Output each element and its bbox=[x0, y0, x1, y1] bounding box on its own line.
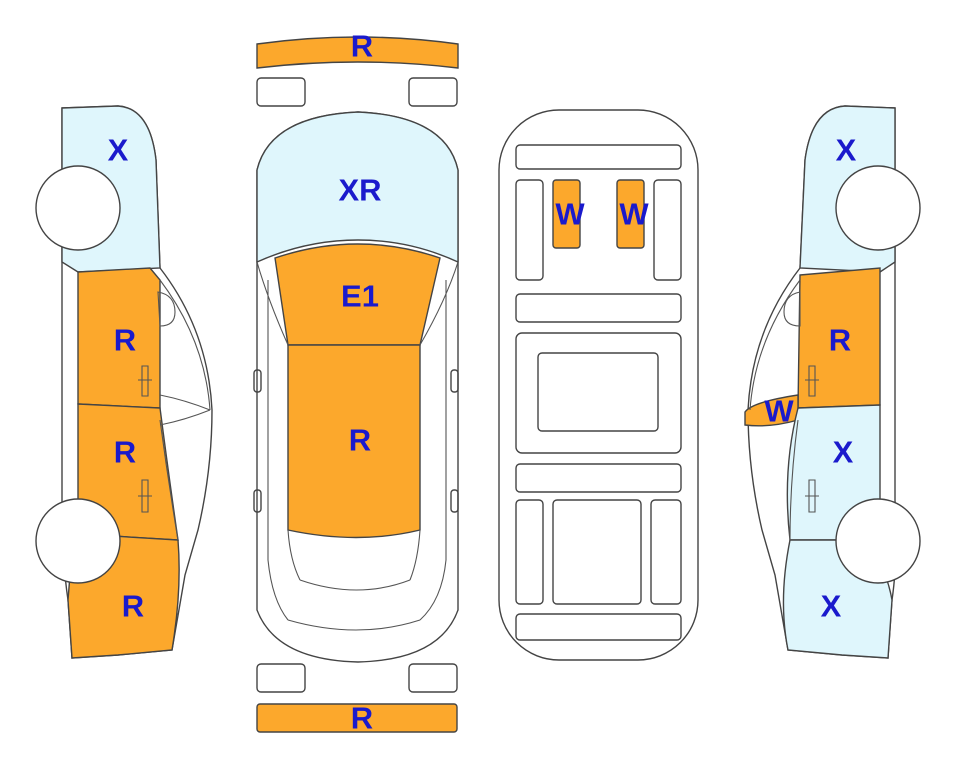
right-fender-code: X bbox=[836, 133, 857, 168]
floor-seat-right-code: W bbox=[619, 197, 649, 232]
rear-right-light bbox=[408, 663, 458, 693]
rear-bumper-panel[interactable] bbox=[256, 703, 458, 733]
right-pillar-code: W bbox=[764, 394, 794, 429]
rear-left-light bbox=[256, 663, 306, 693]
top-left-mirror bbox=[253, 369, 262, 393]
left-front-door-panel[interactable] bbox=[77, 267, 161, 409]
floor-left-front-rail bbox=[515, 179, 544, 281]
front-bumper-panel[interactable] bbox=[256, 36, 459, 69]
top-side-glass-lines bbox=[256, 261, 459, 631]
front-bumper-code: R bbox=[351, 29, 373, 64]
left-quarter-code: R bbox=[122, 589, 144, 624]
top-hood-panel[interactable] bbox=[256, 111, 459, 264]
floor-seat-left-code: W bbox=[555, 197, 585, 232]
floor-right-rear-rail bbox=[650, 499, 682, 605]
top-left-rear-mirror bbox=[253, 489, 262, 513]
front-right-light bbox=[408, 77, 458, 107]
left-rear-door-code: R bbox=[114, 435, 136, 470]
left-rear-wheel bbox=[35, 498, 121, 584]
top-hood-code: XR bbox=[338, 173, 381, 208]
floor-rear-panel bbox=[552, 499, 642, 605]
right-side-view bbox=[744, 105, 921, 659]
floor-front-crossmember bbox=[515, 144, 682, 170]
right-front-door-handle bbox=[805, 365, 819, 397]
right-front-door-code: R bbox=[829, 323, 851, 358]
right-front-wheel bbox=[835, 165, 921, 251]
top-roof-code: R bbox=[349, 423, 371, 458]
top-right-mirror bbox=[450, 369, 459, 393]
left-rear-door-handle bbox=[138, 479, 152, 513]
right-rear-door-code: X bbox=[833, 435, 854, 470]
floor-center-panel bbox=[537, 352, 659, 432]
left-fender-code: X bbox=[108, 133, 129, 168]
right-mirror bbox=[783, 291, 801, 327]
top-view bbox=[253, 36, 459, 733]
floor-view bbox=[498, 109, 699, 661]
front-left-light bbox=[256, 77, 306, 107]
top-right-rear-mirror bbox=[450, 489, 459, 513]
left-front-door-handle bbox=[138, 365, 152, 397]
floor-right-front-rail bbox=[653, 179, 682, 281]
left-side-view bbox=[35, 105, 213, 659]
right-rear-wheel bbox=[835, 498, 921, 584]
floor-rear-crossmember bbox=[515, 463, 682, 493]
floor-seat-left-panel[interactable] bbox=[552, 179, 581, 249]
floor-seat-right-panel[interactable] bbox=[616, 179, 645, 249]
damage-codes: R XR E1 R R W W X R R R X R W X X bbox=[108, 29, 857, 736]
right-rear-door-handle bbox=[805, 479, 819, 513]
floor-outline bbox=[498, 109, 699, 661]
left-front-door-code: R bbox=[114, 323, 136, 358]
floor-rear-end-panel bbox=[515, 613, 682, 641]
rear-bumper-code: R bbox=[351, 701, 373, 736]
top-front-roof-code: E1 bbox=[341, 279, 379, 314]
right-quarter-code: X bbox=[821, 589, 842, 624]
floor-left-rear-rail bbox=[515, 499, 544, 605]
left-side-glass-lines bbox=[159, 279, 211, 541]
left-mirror bbox=[157, 291, 176, 327]
left-front-wheel bbox=[35, 165, 121, 251]
top-front-roof-panel[interactable] bbox=[274, 243, 441, 346]
right-side-glass-lines bbox=[749, 279, 801, 541]
floor-dash-crossmember bbox=[515, 293, 682, 323]
floor-center-frame bbox=[515, 332, 682, 454]
